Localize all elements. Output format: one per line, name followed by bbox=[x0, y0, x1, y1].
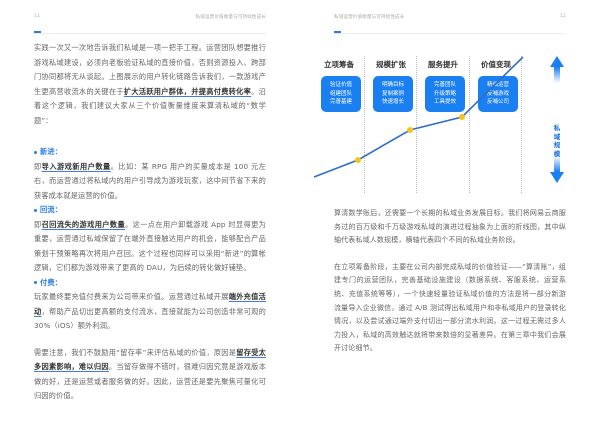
header-divider bbox=[34, 33, 266, 34]
stage-item: 反哺公司 bbox=[486, 99, 509, 105]
stage-item: 复制案例 bbox=[381, 90, 404, 97]
growth-line-chart bbox=[313, 56, 564, 183]
section-highlight: 导入游戏新用户数量 bbox=[41, 161, 111, 171]
stage-title: 价值变现 bbox=[481, 60, 511, 69]
stage-box: 验证价值 组建团队 完善基建 bbox=[321, 76, 361, 112]
section-return-text: 即召回流失的游戏用户数量。这一点在用户卸载游戏 App 时显得更为重要，运营通过… bbox=[34, 218, 266, 276]
section-text: ，帮助产品切出更高额的支付流水，直接就能为公司创造非常可观的 30%（iOS）额… bbox=[34, 306, 266, 331]
stage-item: 明确目标 bbox=[381, 82, 404, 88]
bullet-dot-icon bbox=[34, 208, 37, 212]
section-new-text: 即导入游戏新用户数量。比如：某 RPG 用户的买量成本是 100 元左右，而运营… bbox=[34, 160, 266, 204]
paragraph: 算清数学账后，还需要一个长期的私域业务发展目标。我们将网易云商服务过的百万级和千… bbox=[334, 209, 566, 245]
growth-line bbox=[313, 56, 524, 178]
note-text: 需要注意，我们不鼓励用“留存率”来评估私域的价值，原因是 bbox=[34, 347, 237, 357]
section-text: 。比如：某 RPG 用户的买量成本是 100 元左右，而运营通过将私域内的用户引… bbox=[34, 161, 266, 200]
stage-title: 服务提升 bbox=[428, 60, 458, 69]
bullet-dot-icon bbox=[34, 281, 37, 284]
stage-marker bbox=[407, 127, 413, 133]
stage-item: 验证价值 bbox=[329, 82, 352, 88]
arrow-up-icon bbox=[550, 56, 564, 83]
note-paragraph: 需要注意，我们不鼓励用“留存率”来评估私域的价值，原因是留存受太多因素影响，难以… bbox=[34, 346, 266, 404]
bullet-dot-icon bbox=[34, 150, 37, 154]
section-label: 付费： bbox=[40, 277, 63, 287]
section-label: 回流： bbox=[40, 205, 63, 214]
stage-item: 精细运营 bbox=[486, 82, 509, 88]
stage-box: 明确目标 复制案例 快速增长 bbox=[373, 76, 413, 112]
stage-expand: 规模扩张 明确目标 复制案例 快速增长 bbox=[366, 58, 416, 112]
stage-title: 立项筹备 bbox=[324, 60, 354, 69]
stage-item: 反哺游戏 bbox=[486, 90, 509, 97]
page-number-right: 12 bbox=[559, 14, 566, 19]
stage-service: 服务提升 完善团队 升级策略 工具提效 bbox=[418, 58, 468, 112]
header-accent bbox=[334, 31, 341, 33]
section-highlight: 召回流失的游戏用户数量 bbox=[41, 219, 126, 229]
header-accent bbox=[34, 31, 41, 33]
stage-item: 完善基建 bbox=[329, 99, 352, 105]
stage-item: 快速增长 bbox=[381, 99, 404, 105]
left-page: 11 私域运营价值衡量与可持续性成长 实践一次又一次地告诉我们私域是一项一把手工… bbox=[34, 14, 266, 404]
prefix: 玩家最终要充值付费来为公司带来价值。运营通过私域开展 bbox=[34, 292, 229, 301]
stage-item: 工具提效 bbox=[433, 99, 456, 105]
running-header-right: 私域运营价值衡量与可持续性成长 bbox=[334, 15, 405, 20]
note-highlight: 留存受太多因素影响，难以归因 bbox=[34, 347, 266, 372]
stage-item: 完善团队 bbox=[433, 82, 456, 88]
intro-highlight: 扩大活跃用户群体，并提高付费转化率 bbox=[123, 86, 252, 96]
section-text: 。这一点在用户卸载游戏 App 时显得更为重要，运营通过私域保留了在端外直接触达… bbox=[34, 219, 266, 273]
arrow-down-icon bbox=[550, 156, 564, 183]
axis-label-private-scale: 私域规模 bbox=[553, 124, 561, 158]
stage-item: 组建团队 bbox=[329, 90, 352, 97]
right-page: 私域运营价值衡量与可持续性成长 12 bbox=[300, 0, 600, 426]
stage-divider bbox=[521, 56, 522, 193]
stage-divider bbox=[416, 56, 417, 193]
growth-stage-diagram: 立项筹备 验证价值 组建团队 完善基建 规模扩张 明确目标 复制案例 快速增长 … bbox=[300, 40, 600, 205]
intro-paragraph: 实践一次又一次地告诉我们私域是一项一把手工程。运营团队想要推行游戏私域建设，必须… bbox=[34, 41, 266, 128]
prefix: 即 bbox=[34, 161, 42, 171]
note-text-after: 。当留存做得不错时，很难归因究竟是游戏版本做的好，还是运营或者服务做的好。因此，… bbox=[34, 362, 266, 400]
section-pay-text: 玩家最终要充值付费来为公司带来价值。运营通过私域开展端外充值活动，帮助产品切出更… bbox=[34, 290, 266, 334]
section-label-new: 新进： bbox=[34, 145, 266, 160]
prefix: 即 bbox=[34, 219, 42, 229]
stage-marker bbox=[459, 114, 465, 120]
section-label: 新进： bbox=[40, 147, 63, 156]
intro-text: 实践一次又一次地告诉我们私域是一项一把手工程。运营团队想要推行游戏私域建设，必须… bbox=[34, 43, 266, 96]
stage-box: 完善团队 升级策略 工具提效 bbox=[425, 76, 465, 112]
page-number-left: 11 bbox=[34, 14, 41, 19]
stage-marker bbox=[355, 157, 361, 163]
section-label-return: 回流： bbox=[34, 203, 266, 218]
section-highlight: 端外充值活动 bbox=[34, 292, 266, 316]
running-header-left: 私域运营价值衡量与可持续性成长 bbox=[195, 15, 266, 20]
section-label-pay: 付费： bbox=[34, 276, 266, 291]
stage-title: 规模扩张 bbox=[376, 60, 406, 69]
intro-text-after: 。沿着这个逻辑，我们建议大家从三个价值衡量维度来算清私域的“数学题”： bbox=[34, 86, 266, 125]
stage-divider bbox=[469, 56, 470, 193]
left-body: 实践一次又一次地告诉我们私域是一项一把手工程。运营团队想要推行游戏私域建设，必须… bbox=[34, 41, 266, 404]
paragraph: 在立项筹备阶段，主要在公司内部完成私域的价值验证——“算清账”，组建专门的运营团… bbox=[334, 262, 566, 353]
stage-setup: 立项筹备 验证价值 组建团队 完善基建 bbox=[314, 58, 364, 112]
stage-item: 升级策略 bbox=[433, 90, 456, 97]
right-body: 算清数学账后，还需要一个长期的私域业务发展目标。我们将网易云商服务过的百万级和千… bbox=[334, 207, 566, 356]
header-divider bbox=[334, 33, 566, 34]
stage-divider bbox=[364, 56, 365, 193]
